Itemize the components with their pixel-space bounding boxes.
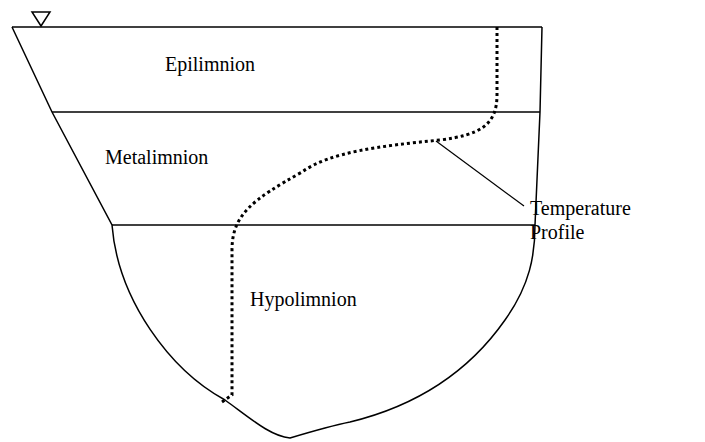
lake-outline xyxy=(12,27,542,438)
temperature-profile xyxy=(222,27,497,402)
callout-label: Temperature Profile xyxy=(530,196,670,244)
water-surface xyxy=(12,26,542,28)
layer-boundary xyxy=(112,224,535,226)
leader-line xyxy=(436,141,524,206)
layer-label: Epilimnion xyxy=(165,52,255,76)
water-level-symbol xyxy=(32,12,50,26)
layer-boundary xyxy=(52,111,540,113)
layer-label: Metalimnion xyxy=(105,145,208,169)
layer-label: Hypolimnion xyxy=(250,287,357,311)
